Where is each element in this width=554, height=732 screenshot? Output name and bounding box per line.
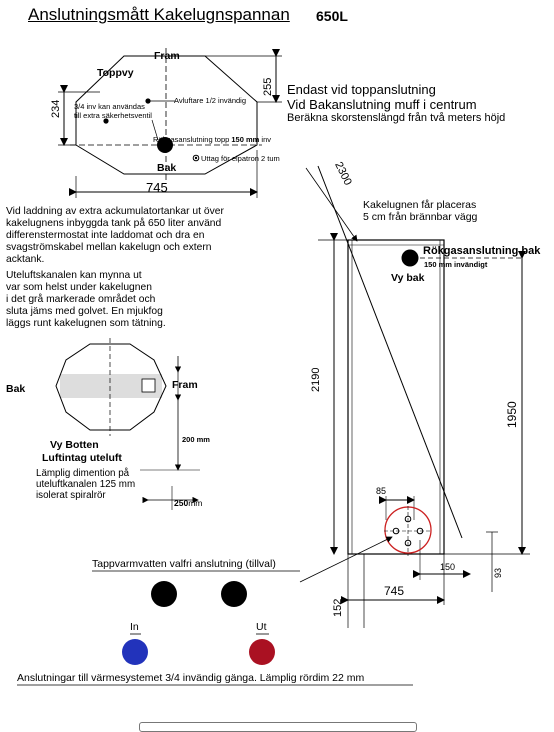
connection-notes: Endast vid toppanslutning Vid Bakanslutn… xyxy=(287,82,506,125)
tap-water-label: Tappvarmvatten valfri anslutning (tillva… xyxy=(92,558,276,570)
dim-745-bottom: 745 xyxy=(384,584,405,598)
valve-dot xyxy=(103,118,109,124)
air-vent-label: Avluftare 1/2 invändig xyxy=(174,96,246,105)
bottom-view-polygon xyxy=(55,343,167,431)
paragraph-laddning: Vid laddning av extra ackumulatortankar … xyxy=(6,206,224,266)
tank-outline xyxy=(347,239,445,555)
placement-note-2: 5 cm från brännbar vägg xyxy=(363,211,478,223)
valve-label-1: 3/4 inv kan användas xyxy=(74,102,145,111)
bottom-view-drawing xyxy=(55,338,200,510)
dim-1950: 1950 xyxy=(505,401,519,428)
paragraph-uteluft: Uteluftskanalen kan mynna ut var som hel… xyxy=(6,270,166,330)
top-dim-745: 745 xyxy=(146,180,168,195)
note-line-3: Beräkna skorstenslängd från två meters h… xyxy=(287,112,506,125)
top-view-octagon xyxy=(75,55,258,175)
page-title: Anslutningsmått Kakelugnspannan xyxy=(28,5,290,24)
element-outlet xyxy=(192,154,200,162)
bottom-fram-label: Fram xyxy=(172,379,198,391)
footer-note: Anslutningar till värmesystemet 3/4 invä… xyxy=(17,672,365,684)
dim-93: 93 xyxy=(493,567,503,578)
air-intake-title: Luftintag uteluft xyxy=(42,452,122,464)
dim-150: 150 xyxy=(440,562,456,572)
note-line-1: Endast vid toppanslutning xyxy=(287,82,436,97)
side-view-drawing xyxy=(318,233,530,628)
flue-top-outlet xyxy=(157,137,173,153)
ut-label: Ut xyxy=(256,621,267,633)
rear-view-label: Vy bak xyxy=(391,272,425,284)
dim-250mm: 250mm xyxy=(174,498,203,508)
valve-label-2: till extra säkerhetsventil xyxy=(74,111,152,120)
in-connection xyxy=(122,639,148,665)
air-intake-square xyxy=(141,378,156,393)
in-label: In xyxy=(130,621,139,633)
ut-connection xyxy=(249,639,275,665)
top-dim-255: 255 xyxy=(262,77,274,96)
top-view-drawing xyxy=(58,48,282,198)
dim-85: 85 xyxy=(376,486,387,496)
air-vent-dot xyxy=(145,98,151,104)
top-dim-234: 234 xyxy=(50,99,62,118)
bottom-bak-label: Bak xyxy=(6,383,26,395)
top-bak-label: Bak xyxy=(157,162,177,174)
diagonal-2300-line xyxy=(317,165,463,539)
element-outlet-label: Uttag för elpatron 2 tum xyxy=(201,154,280,163)
bottom-view-title: Vy Botten xyxy=(50,439,99,451)
top-fram-label: Fram xyxy=(154,50,180,62)
toppvy-label: Toppvy xyxy=(97,67,134,79)
air-duct-recommendation: Lämplig dimention på uteluftkanalen 125 … xyxy=(36,468,136,502)
flue-top-label: Rökgasanslutning topp 150 mm inv xyxy=(153,135,271,144)
flue-rear-label: Rökgasanslutning bak xyxy=(423,245,541,257)
placement-note-1: Kakelugnen får placeras xyxy=(363,199,477,211)
flue-rear-outlet xyxy=(401,249,419,267)
dim-200mm: 200 mm xyxy=(182,435,210,444)
capacity-label: 650L xyxy=(316,8,348,24)
tap-water-connection-2 xyxy=(221,581,247,607)
flue-rear-inner-label: 150 mm invändigt xyxy=(424,260,488,269)
tap-water-connection-1 xyxy=(151,581,177,607)
note-line-2: Vid Bakanslutning muff i centrum xyxy=(287,96,477,112)
dim-2190: 2190 xyxy=(310,367,322,392)
footer-frame xyxy=(139,722,417,732)
dim-152: 152 xyxy=(332,598,344,617)
